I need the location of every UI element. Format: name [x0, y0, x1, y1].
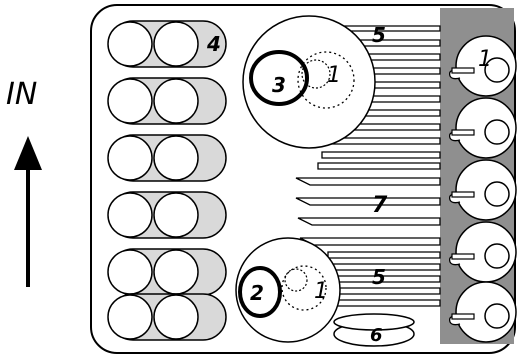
glass-row [107, 248, 227, 296]
direction-indicator: IN [6, 77, 42, 287]
glass-row [107, 191, 227, 239]
upper-saucer-left-label: 3 [272, 73, 286, 97]
lower-saucer-left-label: 2 [250, 281, 264, 305]
glass-row [107, 77, 227, 125]
bowl: 6 [333, 313, 415, 347]
cup [448, 221, 517, 283]
glasses-group: 4 [107, 20, 227, 341]
plates-bottom-label: 5 [372, 265, 386, 289]
glass-row [107, 20, 227, 68]
plates-middle-stack [295, 177, 441, 246]
upper-saucer-group: 3 1 [242, 15, 376, 149]
cups-column: 1 [448, 35, 517, 343]
glass-row [107, 134, 227, 182]
cup [448, 97, 517, 159]
glass-row [107, 293, 227, 341]
cup [448, 159, 517, 221]
cups-label: 1 [478, 47, 492, 72]
lower-saucer-right-label: 1 [314, 279, 328, 304]
direction-label: IN [6, 77, 37, 112]
cup [448, 281, 517, 343]
plates-top-label: 5 [372, 23, 386, 47]
glasses-label: 4 [206, 32, 221, 56]
plates-middle-label: 7 [372, 193, 388, 218]
bowl-label: 6 [370, 325, 383, 346]
cup [448, 35, 517, 97]
up-arrow-icon [14, 136, 42, 170]
lower-saucer-group: 2 1 [235, 237, 341, 343]
upper-saucer-right-label: 1 [327, 63, 341, 88]
